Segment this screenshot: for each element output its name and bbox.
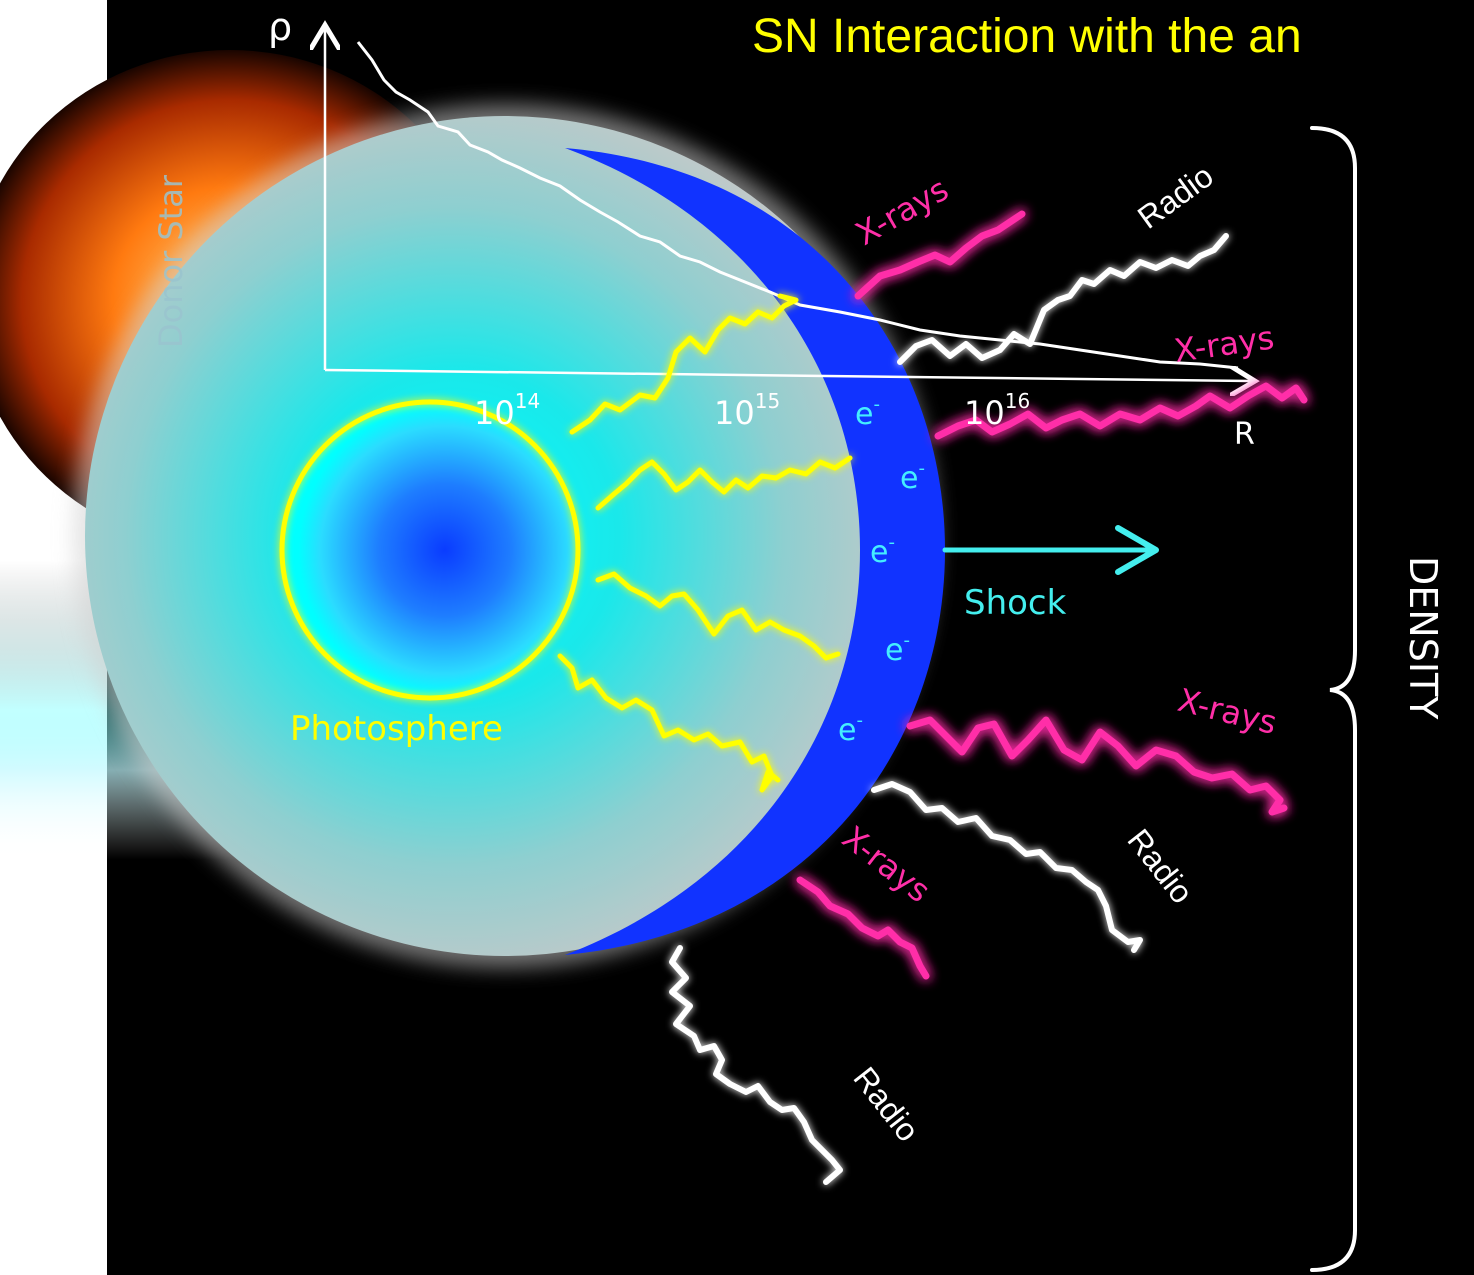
tick-label-1e16: 1016 <box>964 389 1030 432</box>
y-axis-label: ρ <box>268 5 292 49</box>
radio-wave-3 <box>669 945 843 1185</box>
photon-waves <box>557 293 853 793</box>
donor-star-label: Donor Star <box>152 174 190 348</box>
electron-label: e- <box>838 710 863 748</box>
electron-label: e- <box>885 630 910 668</box>
shock-arrow <box>942 525 1159 575</box>
page-title: SN Interaction with the an <box>752 10 1302 63</box>
shock-shell <box>565 148 945 955</box>
shock-label: Shock <box>964 583 1067 623</box>
electron-label: e- <box>870 532 895 570</box>
photon-wave-4 <box>557 653 781 793</box>
photosphere-label: Photosphere <box>290 709 503 749</box>
tick-label-1e15: 1015 <box>714 389 780 432</box>
tick-label-1e14: 1014 <box>474 389 540 432</box>
xray-wave-1 <box>854 210 1026 300</box>
photosphere <box>279 399 581 701</box>
radio-wave-1 <box>897 233 1229 365</box>
xray-wave-3 <box>906 716 1288 816</box>
photon-wave-2 <box>595 455 853 511</box>
density-brace <box>1310 126 1357 1272</box>
density-label: DENSITY <box>1401 556 1445 720</box>
electrons: e- e- e- e- e- <box>838 394 925 748</box>
xray-wave-2 <box>934 382 1308 440</box>
xray-wave-4 <box>796 876 930 980</box>
electron-label: e- <box>900 458 925 496</box>
x-axis <box>324 370 1250 381</box>
radio-wave-2 <box>871 781 1143 953</box>
photon-wave-1 <box>569 293 799 435</box>
xray-waves <box>796 210 1308 980</box>
x-axis-label: R <box>1234 417 1255 452</box>
photon-wave-3 <box>595 571 841 661</box>
photosphere-ring <box>279 399 581 701</box>
radio-waves <box>669 233 1229 1185</box>
electron-label: e- <box>855 394 880 432</box>
